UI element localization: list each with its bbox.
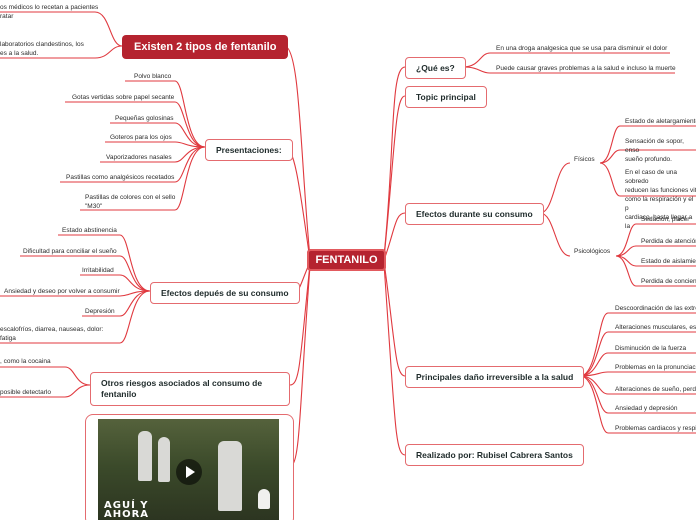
dano-item[interactable]: Disminución de la fuerza — [615, 345, 687, 352]
fisico-item[interactable]: En el caso de una sobredo reducen las fu… — [625, 168, 696, 231]
otros-item[interactable]: posible detectarlo — [0, 389, 51, 396]
branch-presentaciones[interactable]: Presentaciones: — [205, 139, 293, 161]
branch-topic-principal[interactable]: Topic principal — [405, 86, 487, 108]
branch-efectos-durante[interactable]: Efectos durante su consumo — [405, 203, 544, 225]
efecto-despues-item-text: escalofríos, diarrea, nauseas, dolor: fa… — [0, 326, 104, 342]
video-thumbnail[interactable]: AGUÍ Y AHORA — [98, 419, 279, 520]
otros-item[interactable]: , como la cocaina — [0, 358, 51, 365]
presentacion-item[interactable]: Pequeñas golosinas — [115, 115, 174, 122]
central-topic[interactable]: FENTANILO — [307, 249, 386, 271]
efecto-despues-item[interactable]: Estado abstinencia — [62, 227, 117, 234]
tipos-item-clandestino[interactable]: laboratorios clandestinos, los es a la s… — [0, 40, 120, 58]
dano-item[interactable]: Problemas cardiacos y respir — [615, 425, 696, 432]
fisico-item[interactable]: Estado de aletargamiento — [625, 118, 696, 125]
dano-item[interactable]: Ansiedad y depresión — [615, 405, 678, 412]
psicologico-item[interactable]: Perdida de concienc — [641, 278, 696, 285]
que-es-item[interactable]: En una droga analgesica que se usa para … — [496, 45, 668, 52]
fisico-item[interactable]: Sensación de sopor, enso sueño profundo. — [625, 137, 696, 164]
branch-danos-irreversibles[interactable]: Principales daño irreversible a la salud — [405, 366, 585, 388]
psicologico-item[interactable]: Sedación, placer — [641, 216, 690, 223]
psicologico-item[interactable]: Perdida de atención — [641, 238, 696, 245]
psicologico-item[interactable]: Estado de aislamien — [641, 258, 696, 265]
branch-efectos-despues[interactable]: Efectos depués de su consumo — [150, 282, 300, 304]
person-figure — [218, 441, 242, 511]
fisico-item-text: En el caso de una sobredo reducen las fu… — [625, 169, 696, 230]
dano-item[interactable]: Alteraciones musculares, es c — [615, 324, 696, 331]
person-figure — [138, 431, 152, 481]
tipos-item-clandestino-text: laboratorios clandestinos, los es a la s… — [0, 41, 84, 57]
branch-que-es[interactable]: ¿Qué es? — [405, 57, 466, 79]
container-object — [258, 489, 270, 509]
subbranch-psicologicos[interactable]: Psicológicos — [574, 248, 611, 255]
efecto-despues-item[interactable]: Ansiedad y deseo por volver a consumir — [4, 288, 120, 295]
efecto-despues-item[interactable]: Irritabilidad — [82, 267, 114, 274]
branch-otros-riesgos[interactable]: Otros riesgos asociados al consumo de fe… — [90, 372, 290, 406]
tipos-item-medico[interactable]: os médicos lo recetan a pacientes ratar — [0, 3, 130, 21]
fisico-item-text: Sensación de sopor, enso sueño profundo. — [625, 138, 684, 163]
dano-item[interactable]: Alteraciones de sueño, perdid — [615, 386, 696, 393]
branch-tipos-fentanilo[interactable]: Existen 2 tipos de fentanilo — [122, 35, 289, 59]
efecto-despues-item[interactable]: Depresión — [85, 308, 115, 315]
person-figure — [158, 437, 170, 482]
subbranch-fisicos[interactable]: Físicos — [574, 156, 595, 163]
logo-line-1: AGUÍ Y — [104, 500, 149, 511]
presentacion-item[interactable]: Polvo blanco — [134, 73, 172, 80]
tipos-item-medico-text: os médicos lo recetan a pacientes ratar — [0, 4, 99, 20]
play-icon[interactable] — [176, 459, 202, 485]
dano-item[interactable]: Problemas en la pronunciació — [615, 364, 696, 371]
presentacion-item[interactable]: Vaporizadores nasales — [106, 154, 172, 161]
channel-logo: AGUÍ Y AHORA — [104, 500, 150, 520]
presentacion-item-text: Pastillas de colores con el sello "M30" — [85, 194, 176, 210]
que-es-item[interactable]: Puede causar graves problemas a la salud… — [496, 65, 676, 72]
video-card[interactable]: AGUÍ Y AHORA — [85, 414, 294, 520]
logo-line-2: AHORA — [104, 509, 150, 520]
presentacion-item[interactable]: Pastillas de colores con el sello "M30" — [85, 193, 185, 211]
presentacion-item[interactable]: Goteros para los ojos — [110, 134, 172, 141]
efecto-despues-item[interactable]: escalofríos, diarrea, nauseas, dolor: fa… — [0, 325, 125, 343]
presentacion-item[interactable]: Gotas vertidas sobre papel secante — [72, 94, 175, 101]
efecto-despues-item[interactable]: Dificultad para conciliar el sueño — [23, 248, 117, 255]
dano-item[interactable]: Descoordinación de las extre — [615, 305, 696, 312]
branch-autor[interactable]: Realizado por: Rubisel Cabrera Santos — [405, 444, 584, 466]
presentacion-item[interactable]: Pastillas como analgésicos recetados — [66, 174, 175, 181]
